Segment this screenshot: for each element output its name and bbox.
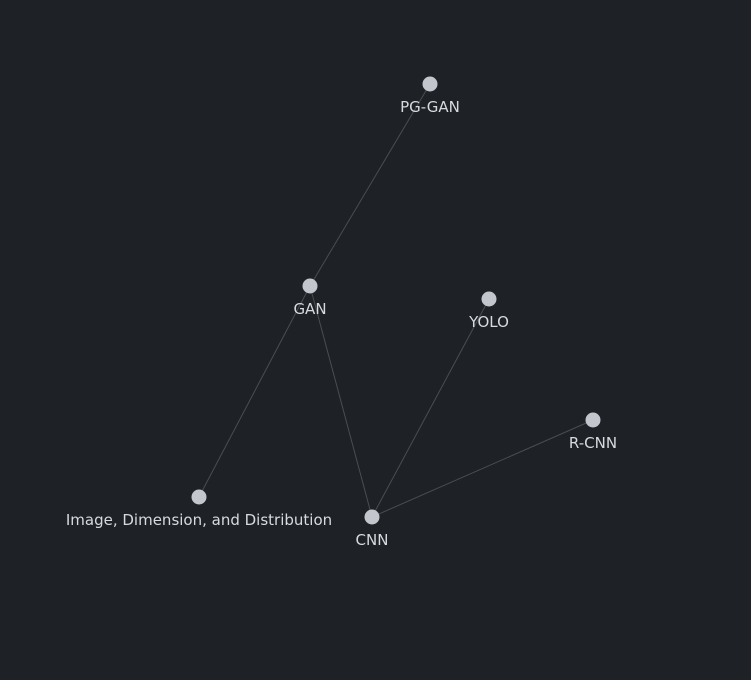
node-dot-image-dim-dist[interactable] — [191, 489, 207, 505]
node-dot-pg-gan[interactable] — [422, 76, 438, 92]
nodes-layer: PG-GAN GAN YOLO R-CNN Image, Dimension, and … — [66, 76, 617, 550]
node-label-gan[interactable]: GAN — [293, 300, 326, 318]
node-label-cnn[interactable]: CNN — [356, 531, 389, 549]
edge-r-cnn-cnn — [371, 419, 594, 518]
edge-yolo-cnn — [371, 298, 490, 518]
node-r-cnn[interactable]: R-CNN — [569, 412, 617, 453]
node-dot-r-cnn[interactable] — [585, 412, 601, 428]
node-gan[interactable]: GAN — [293, 278, 327, 319]
node-image-dim-dist[interactable]: Image, Dimension, and Distribution — [66, 489, 332, 530]
edge-gan-cnn — [309, 285, 373, 518]
node-label-yolo[interactable]: YOLO — [468, 313, 509, 331]
edge-gan-image-dim-dist — [198, 285, 311, 498]
edges-layer — [198, 83, 594, 518]
node-label-r-cnn[interactable]: R-CNN — [569, 434, 617, 452]
node-label-pg-gan[interactable]: PG-GAN — [400, 98, 460, 116]
node-dot-gan[interactable] — [302, 278, 318, 294]
node-label-image-dim-dist[interactable]: Image, Dimension, and Distribution — [66, 511, 332, 529]
edge-pg-gan-gan — [309, 83, 431, 287]
node-yolo[interactable]: YOLO — [468, 291, 509, 332]
node-pg-gan[interactable]: PG-GAN — [400, 76, 460, 117]
node-dot-yolo[interactable] — [481, 291, 497, 307]
node-cnn[interactable]: CNN — [356, 509, 389, 550]
node-dot-cnn[interactable] — [364, 509, 380, 525]
